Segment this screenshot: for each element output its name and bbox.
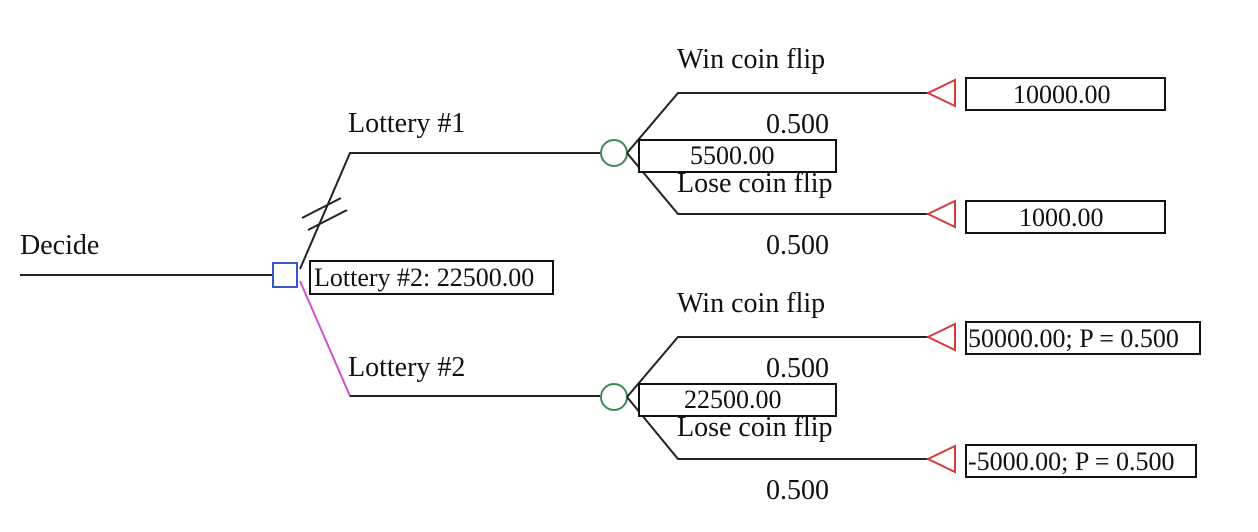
lottery2-win-prob: 0.500 [766,353,829,384]
lottery2-lose-prob: 0.500 [766,475,829,506]
lottery1-lose-terminal[interactable] [925,199,956,229]
chance1-value-box [638,139,837,173]
chance-node-2[interactable] [600,383,628,411]
lottery2-win-label: Win coin flip [677,288,825,319]
lottery2-lose-payoff-box [965,444,1197,478]
lottery1-label: Lottery #1 [348,108,465,139]
lottery1-lose-payoff: 1000.00 [1019,203,1104,232]
lottery1-branch [299,152,600,270]
lottery1-win-branch [626,92,928,154]
lottery1-lose-label: Lose coin flip [677,168,833,199]
chance2-value-box [638,383,837,417]
lottery2-lose-payoff: -5000.00; P = 0.500 [968,447,1175,476]
lottery1-prune-mark-1 [301,197,342,219]
lottery1-lose-branch [626,152,928,215]
lottery2-lose-branch [626,396,928,460]
lottery1-lose-payoff-box [965,200,1166,234]
lottery1-win-label: Win coin flip [677,44,825,75]
decision-value-box [309,260,554,295]
lottery2-win-branch [626,336,928,398]
decision-node[interactable] [272,262,298,288]
lottery2-lose-label: Lose coin flip [677,412,833,443]
lottery2-lose-terminal[interactable] [925,444,956,474]
chance1-value: 5500.00 [690,141,775,170]
chance2-value: 22500.00 [684,385,782,414]
lottery2-win-payoff: 50000.00; P = 0.500 [968,324,1179,353]
lottery1-prune-mark-2 [307,209,348,231]
lottery1-win-payoff-box [965,77,1166,111]
decision-value: Lottery #2: 22500.00 [314,263,534,292]
lottery1-win-prob: 0.500 [766,109,829,140]
lottery2-win-payoff-box [965,321,1201,355]
lottery1-win-payoff: 10000.00 [1013,80,1111,109]
lottery2-label: Lottery #2 [348,352,465,383]
chance-node-1[interactable] [600,139,628,167]
root-label: Decide [20,230,99,261]
lottery2-win-terminal[interactable] [925,322,956,352]
lottery1-win-terminal[interactable] [925,78,956,108]
lottery1-lose-prob: 0.500 [766,230,829,261]
